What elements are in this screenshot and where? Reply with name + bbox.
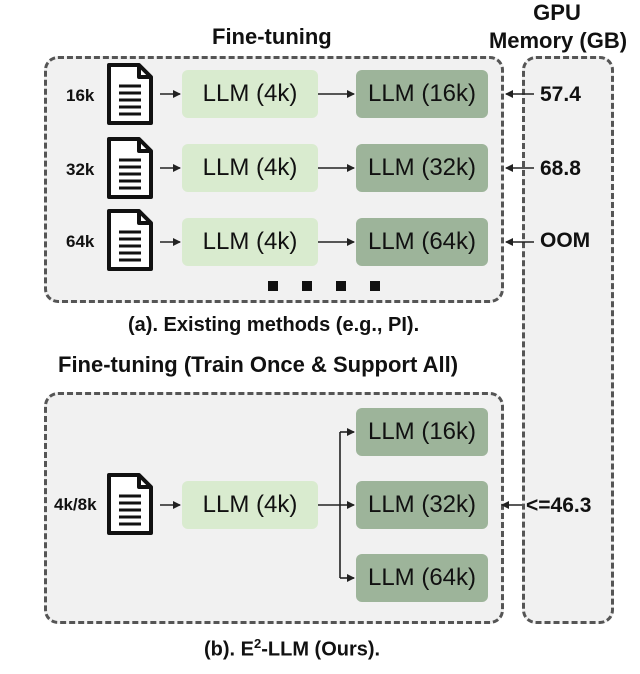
context-length-label: 64k bbox=[66, 232, 95, 251]
document-icon bbox=[107, 473, 153, 535]
context-length-label: 16k bbox=[66, 86, 95, 105]
target-llm-box: LLM (64k) bbox=[356, 218, 488, 266]
caption-b-prefix: (b). E bbox=[204, 638, 254, 661]
target-llm-box: LLM (64k) bbox=[356, 554, 488, 602]
context-length-label: 32k bbox=[66, 160, 95, 179]
document-icon bbox=[107, 63, 153, 125]
caption-a: (a). Existing methods (e.g., PI). bbox=[128, 314, 420, 336]
ellipsis-dot bbox=[336, 281, 346, 291]
top-title: Fine-tuning bbox=[212, 24, 332, 49]
base-llm-box: LLM (4k) bbox=[182, 144, 318, 192]
memory-label: Memory (GB) bbox=[488, 28, 628, 53]
ellipsis-dot bbox=[370, 281, 380, 291]
base-llm-box: LLM (4k) bbox=[182, 70, 318, 118]
memory-value: 68.8 bbox=[540, 157, 581, 180]
target-llm-box: LLM (32k) bbox=[356, 481, 488, 529]
context-length-label: 4k/8k bbox=[54, 495, 97, 514]
target-llm-box: LLM (32k) bbox=[356, 144, 488, 192]
memory-value: <=46.3 bbox=[526, 494, 592, 517]
gpu-label: GPU bbox=[533, 0, 581, 25]
target-llm-box: LLM (16k) bbox=[356, 408, 488, 456]
ellipsis-dot bbox=[302, 281, 312, 291]
caption-b: (b). E2-LLM (Ours). bbox=[204, 636, 380, 662]
part-b-title: Fine-tuning (Train Once & Support All) bbox=[58, 352, 459, 377]
memory-value: OOM bbox=[540, 229, 591, 252]
base-llm-box: LLM (4k) bbox=[182, 218, 318, 266]
caption-b-suffix: -LLM (Ours). bbox=[261, 638, 381, 661]
document-icon bbox=[107, 137, 153, 199]
document-icon bbox=[107, 209, 153, 271]
target-llm-box: LLM (16k) bbox=[356, 70, 488, 118]
caption-b-superscript: 2 bbox=[254, 636, 262, 651]
gpu-memory-panel bbox=[522, 56, 614, 624]
memory-value: 57.4 bbox=[540, 83, 581, 106]
ellipsis-dot bbox=[268, 281, 278, 291]
base-llm-box: LLM (4k) bbox=[182, 481, 318, 529]
